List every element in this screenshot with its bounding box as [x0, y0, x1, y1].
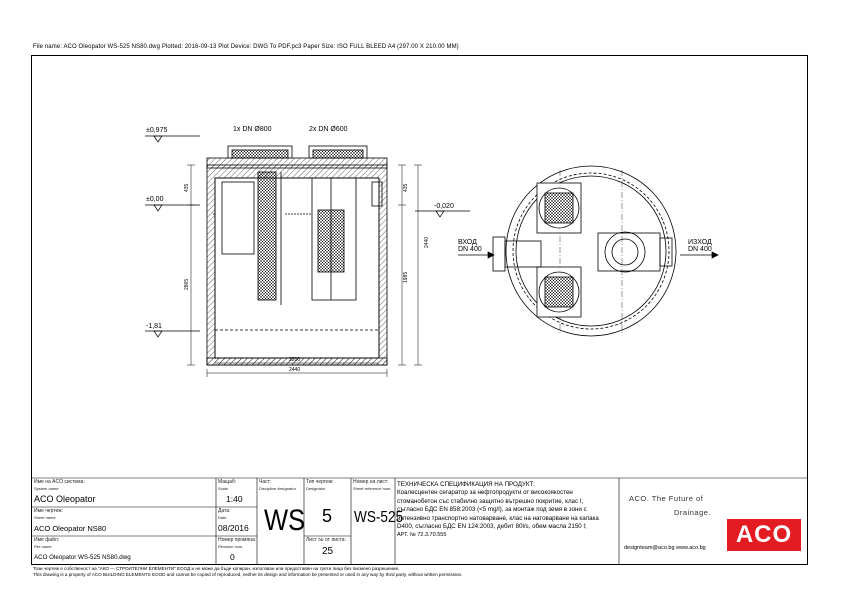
dim-2440-vertical: 2440 — [424, 237, 430, 248]
sheet-label-en: Sheet name — [34, 515, 56, 520]
drawing-frame — [31, 55, 808, 565]
flow-arrows — [458, 251, 719, 259]
spec-text: Коалесцентен сегаратор за нефтопродукти … — [397, 489, 599, 531]
sheet-value: ACO Oleopator NS80 — [34, 524, 107, 533]
ref-value: WS-525 — [354, 509, 404, 526]
aco-logo-text: ACO — [735, 521, 793, 548]
slogan-line-2: Drainage. — [674, 508, 712, 517]
type-value: 5 — [322, 506, 333, 526]
system-label: Име на ACO система: — [34, 479, 85, 485]
file-value: ACO Oleopator WS-525 NS80.dwg — [34, 554, 131, 561]
slogan-line-1: ACO. The Future of — [629, 494, 704, 503]
date-value: 08/2016 — [218, 523, 249, 533]
covers-left-label: 1x DN Ø800 — [233, 126, 272, 133]
inlet-dn-label: DN 400 — [458, 246, 482, 253]
level-zero-label: ±0,00 — [146, 196, 164, 203]
level-bottom-label: -1,81 — [146, 323, 162, 330]
scale-label: Мащаб: — [218, 479, 237, 485]
dim-2200: 2200 — [289, 357, 300, 363]
dimension-lines — [187, 164, 422, 377]
level-inlet-label: -0,020 — [434, 203, 454, 210]
level-top-label: ±0,975 — [146, 127, 167, 134]
revision-value: 0 — [230, 552, 235, 562]
plot-info: File name: ACO Oleopator WS-525 NS80.dwg… — [33, 44, 459, 50]
system-label-en: System name — [34, 486, 59, 491]
revision-label: Номер промяна: — [218, 537, 257, 543]
revision-label-en: Revision num. — [218, 544, 244, 549]
type-label-en: Designator — [306, 486, 326, 491]
date-label: Дата: — [218, 508, 231, 514]
spec-title: ТЕХНИЧЕСКА СПЕЦИФИКАЦИЯ НА ПРОДУКТ: — [397, 481, 536, 488]
plan-view — [492, 165, 677, 337]
dim-1985: 1985 — [403, 272, 409, 283]
dim-2865: 2865 — [184, 279, 190, 290]
spec-block: ТЕХНИЧЕСКА СПЕЦИФИКАЦИЯ НА ПРОДУКТ: Коал… — [397, 481, 609, 540]
type-label: Тип чертеж: — [306, 479, 334, 485]
aco-logo: ACO — [727, 519, 801, 551]
part-label-en: Discipline designator — [259, 486, 296, 491]
part-value: WS — [264, 504, 306, 537]
sheet-num-label: Лист № от листа: — [306, 537, 346, 543]
sheet-num-value: 25 — [322, 546, 334, 557]
ref-label-en: Sheet reference num. — [353, 486, 392, 491]
dim-435-right: 435 — [403, 183, 409, 192]
contact-info: designteam@aco.bg www.aco.bg — [624, 545, 706, 551]
date-label-en: Date — [218, 515, 227, 520]
footer-bg: Този чертеж е собственост на "АКО — СТРО… — [33, 566, 400, 571]
dim-435-left: 435 — [184, 183, 190, 192]
sheet-label: Име чертеж: — [34, 508, 63, 514]
dim-2440-bottom: 2440 — [289, 367, 300, 373]
outlet-dn-label: DN 400 — [688, 246, 712, 253]
footer-en: This drawing is a property of ACO BUILDI… — [33, 572, 463, 577]
file-label-en: File name — [34, 544, 52, 549]
file-label: Име файл: — [34, 537, 60, 543]
scale-label-en: Scale — [218, 486, 229, 491]
section-view — [206, 145, 388, 366]
covers-right-label: 2x DN Ø600 — [309, 126, 348, 133]
scale-value: 1:40 — [226, 494, 243, 504]
system-value: ACO Oleopator — [34, 494, 96, 504]
titleblock-grid — [31, 477, 808, 565]
part-label: Част: — [259, 479, 272, 485]
outlet-label: ИЗХОД — [688, 239, 712, 246]
art-number: АРТ. № 72.3.70.555 — [397, 532, 447, 539]
ref-label: Номер на лист: — [353, 479, 389, 485]
inlet-label: ВХОД — [458, 239, 477, 246]
